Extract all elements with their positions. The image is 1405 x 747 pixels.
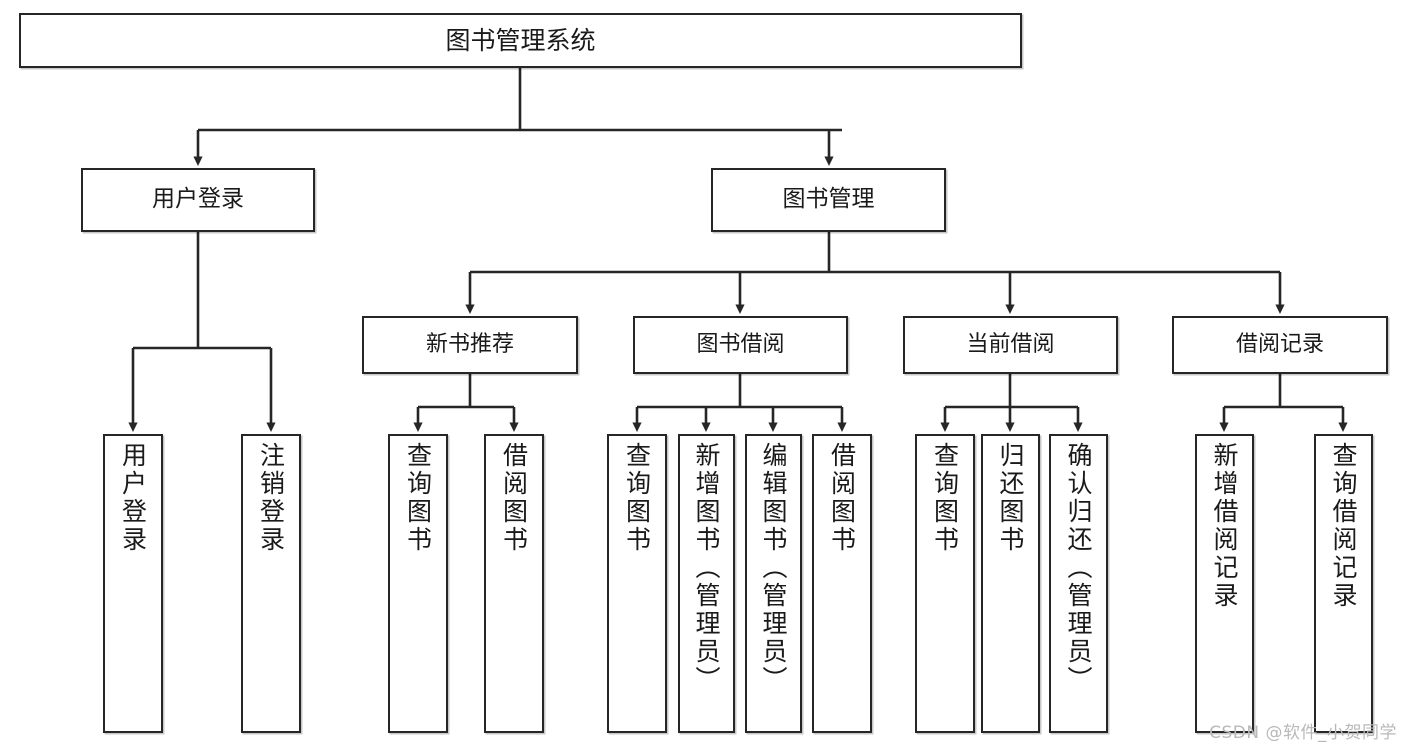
node-book-manage-label: 图书管理 [782, 186, 875, 213]
node-book-borrow[interactable]: 图书借阅 [633, 316, 848, 374]
node-new-book-rec[interactable]: 新书推荐 [362, 316, 578, 374]
node-leaf-edit-book-label: 编辑图书（管理员） [759, 442, 788, 694]
node-leaf-user-login[interactable]: 用户登录 [103, 434, 163, 733]
node-borrow-record-label: 借阅记录 [1235, 332, 1324, 358]
node-leaf-return-book-label: 归还图书 [996, 442, 1025, 554]
node-leaf-borrow-book-2-label: 借阅图书 [827, 442, 857, 554]
node-leaf-add-book[interactable]: 新增图书（管理员） [678, 434, 735, 733]
node-book-borrow-label: 图书借阅 [696, 332, 785, 358]
node-leaf-add-record-label: 新增借阅记录 [1210, 442, 1239, 610]
node-book-manage[interactable]: 图书管理 [711, 168, 946, 232]
node-leaf-return-book[interactable]: 归还图书 [981, 434, 1040, 733]
node-root-label: 图书管理系统 [445, 25, 596, 55]
node-user-login-label: 用户登录 [152, 186, 244, 213]
node-leaf-query-book-1-label: 查询图书 [403, 442, 433, 554]
node-leaf-query-book-3[interactable]: 查询图书 [915, 434, 975, 733]
node-leaf-borrow-book-1-label: 借阅图书 [499, 442, 529, 554]
node-leaf-query-record[interactable]: 查询借阅记录 [1314, 434, 1373, 733]
csdn-watermark: CSDN @软件_小贺同学 [1209, 723, 1397, 743]
node-leaf-edit-book[interactable]: 编辑图书（管理员） [745, 434, 802, 733]
node-borrow-record[interactable]: 借阅记录 [1172, 316, 1388, 374]
node-leaf-borrow-book-1[interactable]: 借阅图书 [484, 434, 544, 733]
node-leaf-query-book-1[interactable]: 查询图书 [388, 434, 448, 733]
node-root[interactable]: 图书管理系统 [19, 13, 1022, 68]
node-leaf-query-record-label: 查询借阅记录 [1329, 442, 1358, 610]
node-leaf-user-login-label: 用户登录 [118, 442, 148, 554]
node-leaf-query-book-2-label: 查询图书 [622, 442, 652, 554]
node-leaf-logout-label: 注销登录 [256, 442, 286, 554]
node-leaf-confirm-return[interactable]: 确认归还（管理员） [1049, 434, 1108, 733]
node-leaf-confirm-return-label: 确认归还（管理员） [1064, 442, 1093, 694]
node-user-login[interactable]: 用户登录 [81, 168, 315, 232]
node-new-book-rec-label: 新书推荐 [425, 332, 514, 358]
node-leaf-add-book-label: 新增图书（管理员） [692, 442, 721, 694]
node-leaf-query-book-2[interactable]: 查询图书 [607, 434, 667, 733]
node-leaf-add-record[interactable]: 新增借阅记录 [1195, 434, 1254, 733]
node-leaf-query-book-3-label: 查询图书 [930, 442, 960, 554]
node-current-borrow[interactable]: 当前借阅 [903, 316, 1118, 374]
node-current-borrow-label: 当前借阅 [966, 332, 1055, 358]
node-leaf-borrow-book-2[interactable]: 借阅图书 [812, 434, 872, 733]
node-leaf-logout[interactable]: 注销登录 [241, 434, 301, 733]
